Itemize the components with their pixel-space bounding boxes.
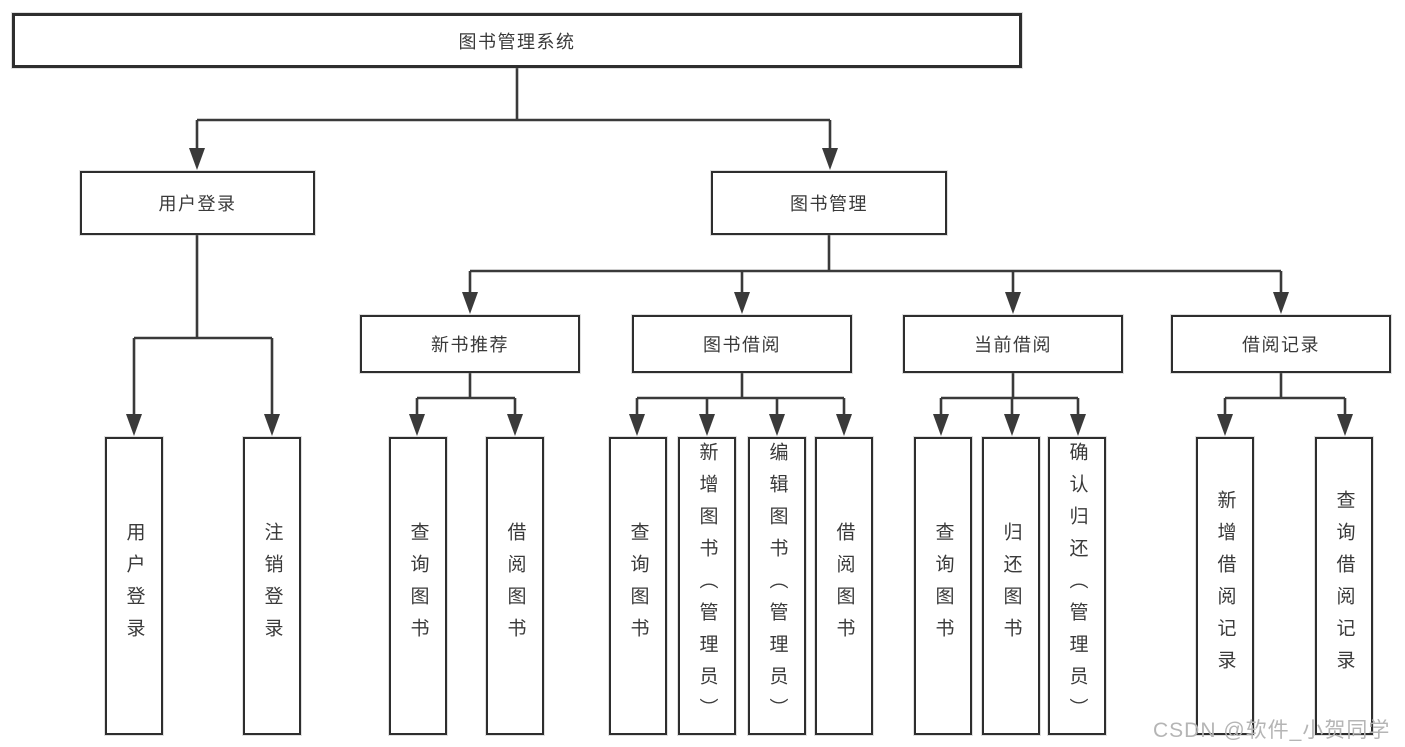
leaf-label: 查询借阅记录 [1333,490,1355,682]
node-library-management-system: 图书管理系统 [12,13,1022,68]
leaf-logout: 注销登录 [243,437,301,735]
leaf-label: 借阅图书 [833,522,855,650]
leaf-confirm-return-admin: 确认归还（管理员） [1048,437,1106,735]
connector-new-book-children [409,373,523,436]
leaf-label: 新增图书（管理员） [696,442,718,730]
leaf-add-borrow-record: 新增借阅记录 [1196,437,1254,735]
connector-current-borrow-children [933,373,1086,436]
leaf-label: 借阅图书 [504,522,526,650]
node-new-book-recommend: 新书推荐 [360,315,580,373]
leaf-borrow-books-recommend: 借阅图书 [486,437,544,735]
node-book-management: 图书管理 [711,171,947,235]
leaf-label: 归还图书 [1000,522,1022,650]
node-label: 图书借阅 [703,335,781,355]
node-label: 图书管理 [790,194,868,214]
leaf-user-login: 用户登录 [105,437,163,735]
node-label: 图书管理系统 [458,31,576,52]
connector-book-mgmt-children [462,235,1289,314]
leaf-add-book-admin: 新增图书（管理员） [678,437,736,735]
leaf-label: 注销登录 [261,522,283,650]
connector-borrow-records-children [1217,373,1353,436]
node-label: 新书推荐 [431,335,509,355]
leaf-borrow-books: 借阅图书 [815,437,873,735]
leaf-label: 确认归还（管理员） [1066,442,1088,730]
connector-user-login-children [126,235,280,436]
leaf-query-books-borrow: 查询图书 [609,437,667,735]
leaf-query-borrow-record: 查询借阅记录 [1315,437,1373,735]
leaf-query-books-recommend: 查询图书 [389,437,447,735]
leaf-edit-book-admin: 编辑图书（管理员） [748,437,806,735]
leaf-label: 查询图书 [407,522,429,650]
node-borrow-records: 借阅记录 [1171,315,1391,373]
node-user-login: 用户登录 [80,171,315,235]
connector-root-to-level2 [189,68,838,170]
node-current-borrow: 当前借阅 [903,315,1123,373]
leaf-label: 新增借阅记录 [1214,490,1236,682]
csdn-watermark: CSDN @软件_小贺同学 [1153,719,1391,742]
node-book-borrow: 图书借阅 [632,315,852,373]
leaf-label: 查询图书 [932,522,954,650]
node-label: 用户登录 [158,194,237,214]
node-label: 借阅记录 [1242,335,1320,355]
node-label: 当前借阅 [974,335,1052,355]
leaf-return-books: 归还图书 [982,437,1040,735]
leaf-label: 用户登录 [123,522,145,650]
leaf-label: 编辑图书（管理员） [766,442,788,730]
connector-book-borrow-children [629,373,852,436]
leaf-query-books-current: 查询图书 [914,437,972,735]
leaf-label: 查询图书 [627,522,649,650]
